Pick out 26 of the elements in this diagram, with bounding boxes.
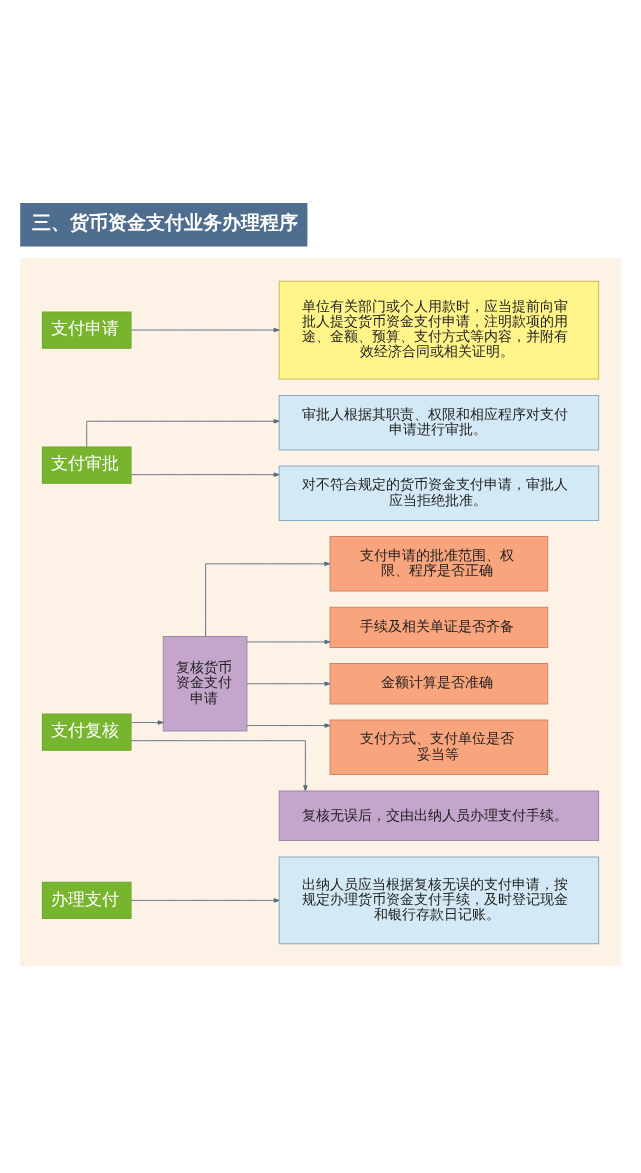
node-box: 支付审批 [41,446,132,484]
cluster [19,258,622,967]
node-box: 支付申请的批准范围、权限、程序是否正确 [329,536,549,592]
node-box: 支付复核 [41,713,132,751]
arrow [246,681,331,686]
node-box: 手续及相关单证是否齐备 [329,606,549,648]
node-box: 支付申请 [41,311,132,349]
node-box: 复核无误后，交由出纳人员办理支付手续。 [278,790,600,841]
node-box: 对不符合规定的货币资金支付申请，审批人应当拒绝批准。 [278,465,600,521]
arrow [205,561,331,637]
arrow [130,472,280,477]
arrow [130,740,308,792]
node-box: 审批人根据其职责、权限和相应程序对支付申请进行审批。 [278,395,600,451]
node-box: 支付方式、支付单位是否妥当等 [329,719,549,775]
arrow [246,639,331,645]
node-box: 金额计算是否准确 [329,663,549,705]
node-box: 单位有关部门或个人用款时，应当提前向审批人提交货币资金支付申请，注明款项的用途、金额、预算、支付方式等内容，并附有效经济合同或相关证明。 [278,280,600,380]
arrow [130,898,280,903]
diagram-title: 三、货币资金支付业务办理程序 [31,210,298,234]
node-box: 复核货币资金支付申请 [162,635,248,732]
node-box: 出纳人员应当根据复核无误的支付申请，按规定办理货币资金支付手续，及时登记现金和银行存款日记账。 [278,856,600,945]
arrow [130,720,164,725]
node-box: 办理支付 [41,881,132,920]
arrow [86,419,280,448]
arrow [246,723,331,728]
arrow [130,327,280,333]
